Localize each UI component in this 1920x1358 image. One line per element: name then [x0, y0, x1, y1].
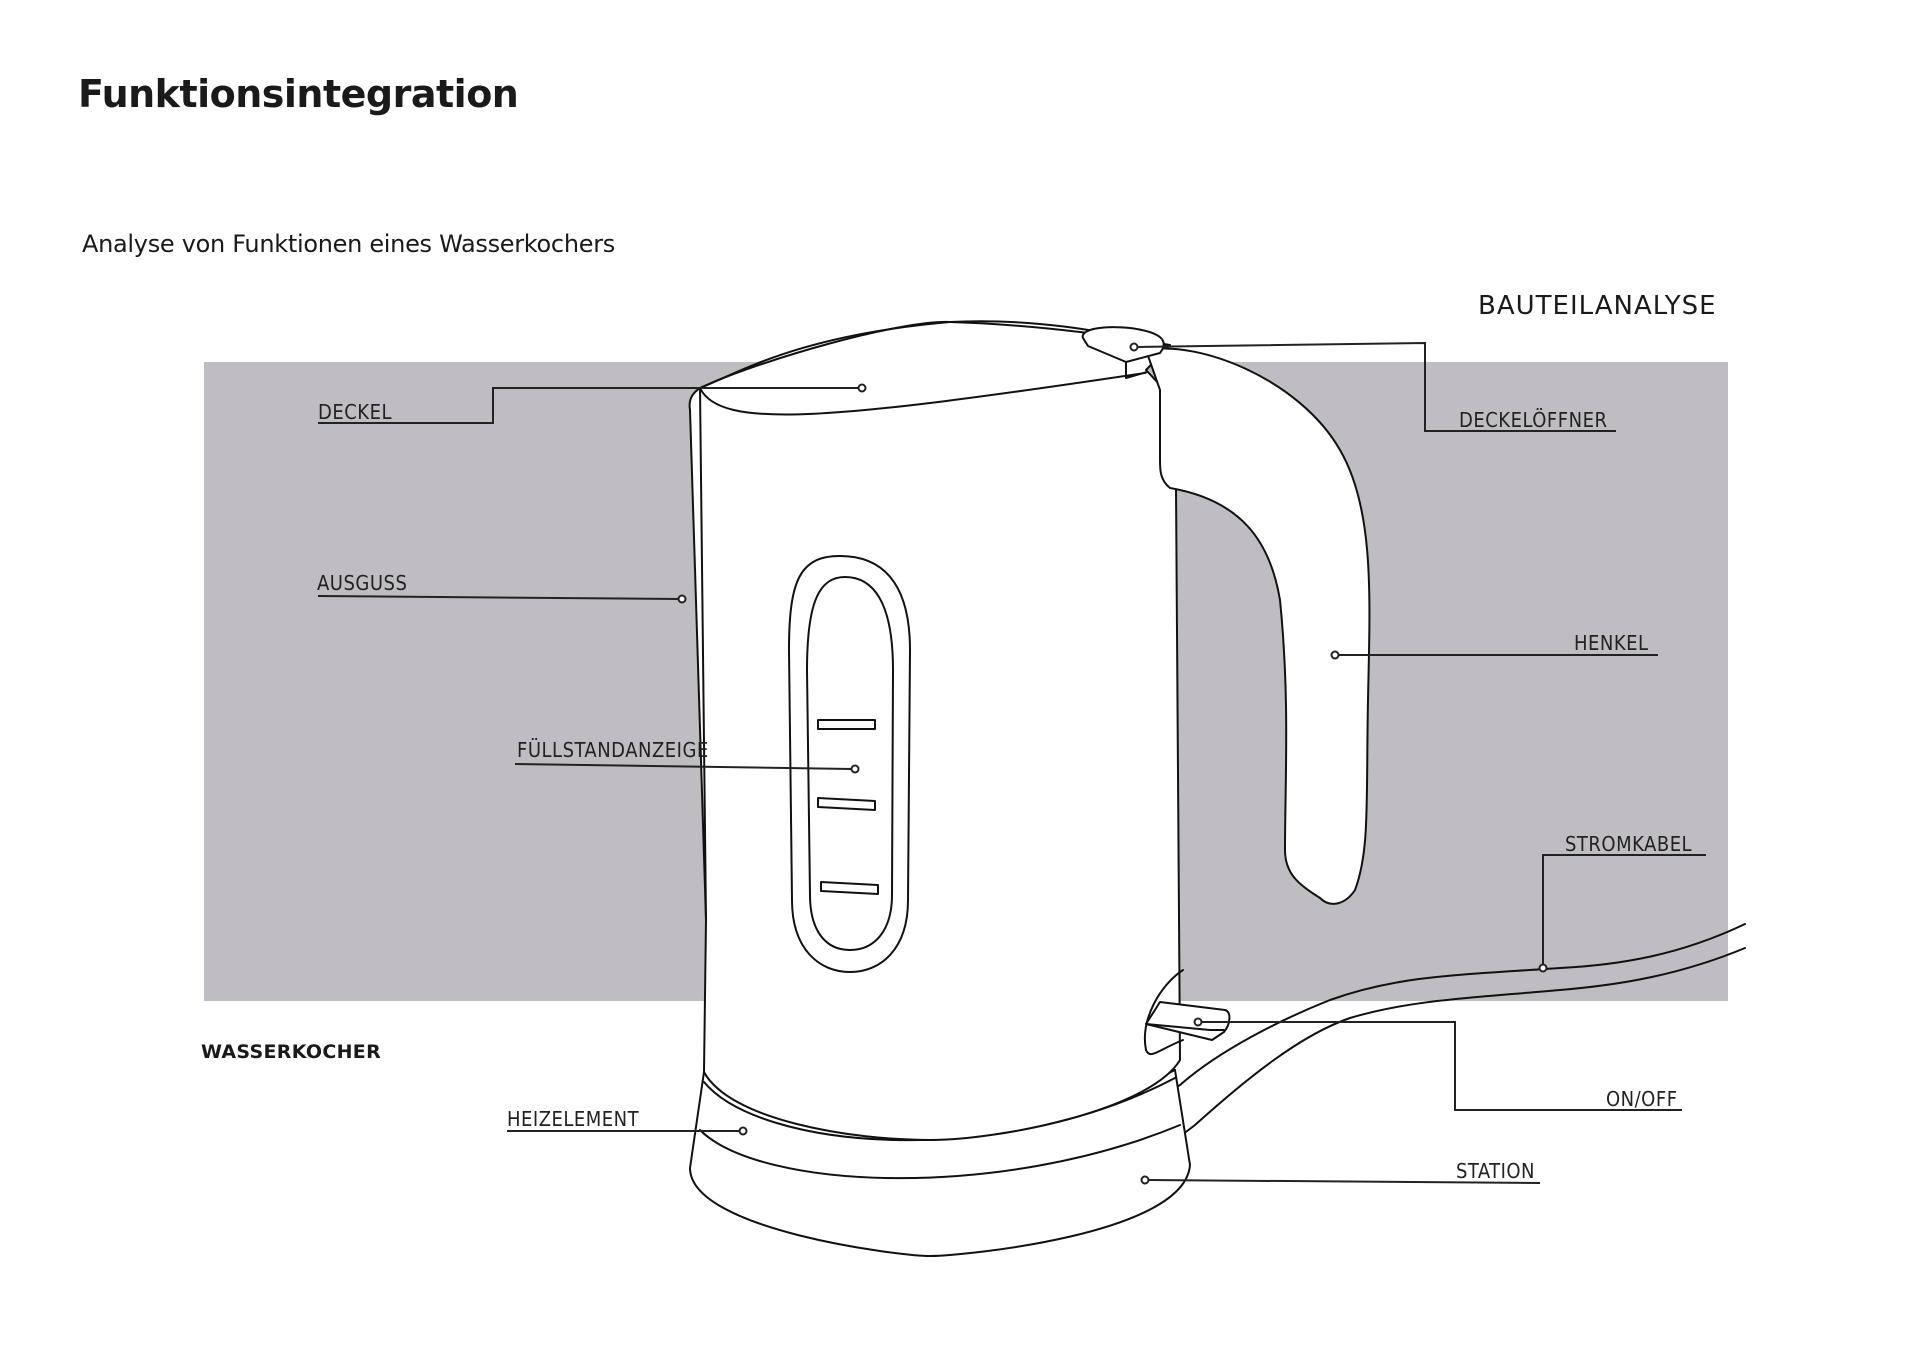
leader-fuellstandanzeige [514, 763, 860, 774]
leader-deckeloeffner [1129, 341, 1616, 432]
leader-deckel [318, 383, 867, 424]
part-label-deckeloeffner: DECKELÖFFNER [1459, 408, 1607, 432]
leader-onoff [1193, 1017, 1682, 1111]
leader-station [1140, 1175, 1541, 1185]
kettle-body [688, 320, 1181, 1141]
leader-heizelement [507, 1126, 748, 1136]
object-label: WASSERKOCHER [201, 1041, 381, 1063]
lid-opener [1081, 326, 1165, 379]
part-label-station: STATION [1456, 1159, 1535, 1183]
leader-ausguss [317, 594, 687, 604]
part-label-stromkabel: STROMKABEL [1565, 832, 1692, 856]
part-label-ausguss: AUSGUSS [317, 571, 407, 595]
part-label-henkel: HENKEL [1574, 631, 1649, 655]
part-label-heizelement: HEIZELEMENT [507, 1107, 640, 1131]
leader-henkel [1330, 650, 1658, 660]
page-subtitle: Analyse von Funktionen eines Wasserkoche… [82, 230, 615, 258]
part-label-onoff: ON/OFF [1606, 1087, 1678, 1111]
part-label-deckel: DECKEL [318, 400, 392, 424]
leader-stromkabel [1538, 854, 1706, 973]
kettle-handle [1145, 347, 1371, 905]
water-level-window [788, 555, 911, 973]
page-title: Funktionsintegration [78, 72, 519, 116]
section-title: BAUTEILANALYSE [1478, 291, 1717, 321]
part-label-fuellstandanzeige: FÜLLSTANDANZEIGE [517, 738, 709, 762]
